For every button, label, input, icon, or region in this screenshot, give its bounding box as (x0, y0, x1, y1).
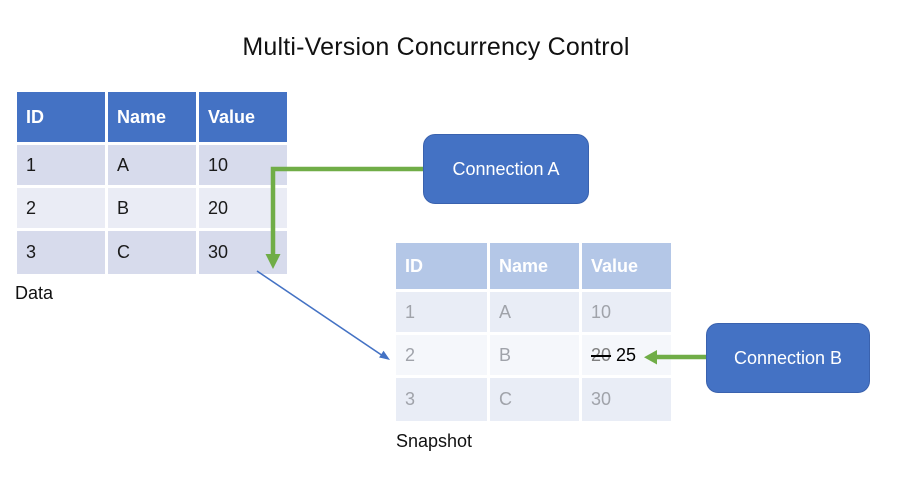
data-cell: 20 (199, 188, 287, 231)
snapshot-header-value: Value (582, 243, 671, 292)
snapshot-table: ID Name Value 1 A 10 2 B 20 25 3 C 30 (396, 243, 671, 421)
data-cell: A (108, 145, 199, 188)
data-cell: 2 (17, 188, 108, 231)
snapshot-table-row: 1 A 10 (396, 292, 671, 335)
snapshot-table-row: 2 B 20 25 (396, 335, 671, 378)
data-table-header-row: ID Name Value (17, 92, 287, 145)
snapshot-cell: A (490, 292, 582, 335)
data-table-row: 2 B 20 (17, 188, 287, 231)
snapshot-cell: 10 (582, 292, 671, 335)
snapshot-cell: 3 (396, 378, 490, 421)
old-value-strikethrough: 20 (591, 344, 612, 365)
snapshot-cell: B (490, 335, 582, 378)
data-header-value: Value (199, 92, 287, 145)
data-header-name: Name (108, 92, 199, 145)
data-table-label: Data (15, 283, 54, 303)
connection-b-box: Connection B (706, 323, 870, 393)
snapshot-cell: 2 (396, 335, 490, 378)
data-table-row: 1 A 10 (17, 145, 287, 188)
slide-title: Multi-Version Concurrency Control (242, 33, 630, 61)
connection-a-box: Connection A (423, 134, 589, 204)
data-header-id: ID (17, 92, 108, 145)
data-cell: C (108, 231, 199, 274)
data-cell: 1 (17, 145, 108, 188)
snapshot-header-id: ID (396, 243, 490, 292)
snapshot-table-label: Snapshot (396, 431, 473, 451)
new-value: 25 (616, 344, 637, 365)
snapshot-table-header-row: ID Name Value (396, 243, 671, 292)
data-to-snapshot-arrowhead-icon (379, 350, 390, 360)
data-cell: B (108, 188, 199, 231)
data-cell: 10 (199, 145, 287, 188)
snapshot-cell: C (490, 378, 582, 421)
snapshot-header-name: Name (490, 243, 582, 292)
snapshot-updated-cell: 20 25 (582, 335, 671, 378)
data-cell: 3 (17, 231, 108, 274)
snapshot-cell: 1 (396, 292, 490, 335)
connection-b-label: Connection B (733, 347, 843, 368)
data-to-snapshot-arrow (256, 270, 384, 357)
connection-a-label: Connection A (452, 158, 560, 179)
snapshot-cell: 30 (582, 378, 671, 421)
data-table-row: 3 C 30 (17, 231, 287, 274)
data-table: ID Name Value 1 A 10 2 B 20 3 C 30 (17, 92, 287, 274)
data-cell: 30 (199, 231, 287, 274)
snapshot-table-row: 3 C 30 (396, 378, 671, 421)
